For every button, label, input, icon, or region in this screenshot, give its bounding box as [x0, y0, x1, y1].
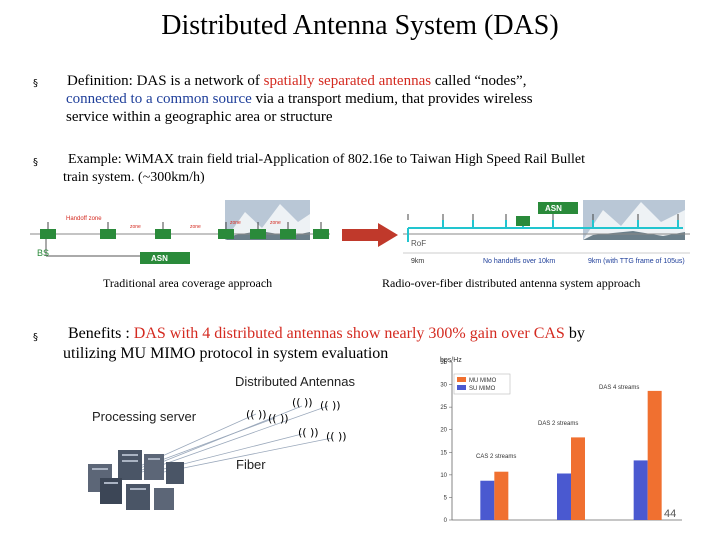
traditional-coverage-graphic: zone zone zone zone BS ASN Handoff zone — [30, 200, 330, 264]
benefits-text-2: by — [564, 325, 585, 342]
fiber-label: Fiber — [236, 457, 266, 472]
right-arrow-icon — [342, 223, 398, 247]
slide-title: Distributed Antenna System (DAS) — [161, 10, 559, 41]
legend-swatch-su — [457, 385, 466, 390]
svg-text:)): )) — [304, 396, 313, 409]
distributed-antennas-label: Distributed Antennas — [235, 374, 355, 389]
bar-su-1 — [557, 473, 571, 520]
bar-mu-0 — [494, 471, 509, 520]
svg-text:((: (( — [268, 412, 277, 425]
distance-no-handoff: No handoffs over 10km — [483, 258, 555, 265]
annotation-das4: DAS 4 streams — [599, 385, 639, 391]
bar-mu-2 — [647, 390, 662, 520]
bullet-marker: § — [33, 332, 38, 343]
chart-legend: MU MIMO SU MIMO — [453, 373, 511, 395]
y-tick-label: 35 — [440, 360, 447, 366]
annotation-das2: DAS 2 streams — [538, 421, 578, 427]
svg-text:zone: zone — [130, 224, 141, 230]
svg-text:)): )) — [310, 426, 319, 439]
legend-mu-label: MU MIMO — [469, 378, 497, 384]
rof-graphic: ASN RoF 9km No handoffs over 10km 9km (w… — [403, 200, 690, 265]
antenna-icon: (()) (()) (()) (()) (()) (()) — [246, 396, 347, 443]
das-graphic: (()) (()) (()) (()) (()) (()) Distribute… — [88, 374, 355, 510]
processing-server-label: Processing server — [92, 409, 197, 424]
rof-caption: Radio-over-fiber distributed antenna sys… — [382, 276, 641, 290]
definition-text-1: Definition: DAS is a network of — [67, 73, 264, 89]
handoff-label: Handoff zone — [66, 216, 102, 222]
rof-diagram: ASN RoF 9km No handoffs over 10km 9km (w… — [403, 198, 690, 270]
definition-highlight-antennas: spatially separated antennas — [263, 73, 432, 89]
bar-su-2 — [633, 460, 648, 520]
distance-start: 9km — [411, 258, 424, 265]
svg-text:((: (( — [292, 396, 301, 409]
y-tick-label: 20 — [440, 428, 447, 434]
definition-text-2: called “nodes”, — [431, 73, 527, 89]
bullet-definition: § Definition: DAS is a network of spatia… — [33, 72, 695, 126]
legend-su-label: SU MIMO — [469, 386, 496, 392]
y-tick-label: 5 — [444, 495, 448, 501]
traditional-coverage-diagram: zone zone zone zone BS ASN Handoff zone — [30, 198, 340, 270]
rof-label: RoF — [411, 239, 426, 248]
bullet-marker: § — [33, 78, 38, 89]
example-text-1: Example: WiMAX train field trial-Applica… — [68, 152, 586, 167]
svg-text:zone: zone — [190, 224, 201, 230]
svg-text:)): )) — [332, 399, 341, 412]
traditional-caption: Traditional area coverage approach — [103, 276, 273, 290]
left-asn-label: ASN — [151, 254, 168, 263]
y-tick-label: 25 — [440, 405, 447, 411]
example-text-2: train system. (~300km/h) — [63, 170, 205, 185]
throughput-bar-chart: bps/Hz 0 5 10 15 20 25 30 35 MU MIMO SU MIMO DA… — [432, 352, 687, 532]
y-tick-label: 30 — [440, 383, 447, 389]
benefits-highlight: DAS with 4 distributed antennas show nea… — [133, 325, 565, 342]
benefits-text-3: utilizing MU MIMO protocol in system eva… — [63, 345, 389, 362]
svg-text:zone: zone — [230, 220, 241, 226]
bullet-example: § Example: WiMAX train field trial-Appli… — [33, 151, 705, 187]
bar-mu-1 — [571, 437, 585, 520]
chart-ylabel: bps/Hz — [440, 357, 462, 364]
legend-swatch-mu — [457, 377, 466, 382]
page-number: 44 — [664, 508, 677, 520]
y-tick-label: 10 — [440, 473, 447, 479]
bullet-marker: § — [33, 157, 38, 168]
y-tick-label: 15 — [440, 450, 447, 456]
y-tick-label: 0 — [444, 518, 448, 524]
das-diagram: (()) (()) (()) (()) (()) (()) Distribute… — [60, 366, 435, 536]
definition-text-3: via a transport medium, that provides wi… — [251, 91, 533, 107]
svg-text:)): )) — [338, 430, 347, 443]
svg-text:((: (( — [246, 408, 255, 421]
distance-ttg: 9km (with TTG frame of 105us) — [588, 258, 685, 265]
svg-text:((: (( — [320, 399, 329, 412]
benefits-text-1: Benefits : — [68, 325, 134, 342]
right-asn-label: ASN — [545, 204, 562, 213]
bullet-benefits: § Benefits : DAS with 4 distributed ante… — [33, 324, 695, 364]
server-rack-icon — [88, 450, 184, 510]
svg-text:((: (( — [326, 430, 335, 443]
definition-text-4: service within a geographic area or stru… — [66, 109, 333, 125]
definition-highlight-source: connected to a common source — [66, 91, 252, 107]
bs-label: BS — [37, 248, 49, 258]
svg-text:((: (( — [298, 426, 307, 439]
svg-text:)): )) — [258, 408, 267, 421]
svg-text:zone: zone — [270, 220, 281, 226]
bar-su-0 — [480, 480, 495, 520]
svg-text:)): )) — [280, 412, 289, 425]
annotation-cas2: CAS 2 streams — [476, 454, 516, 460]
